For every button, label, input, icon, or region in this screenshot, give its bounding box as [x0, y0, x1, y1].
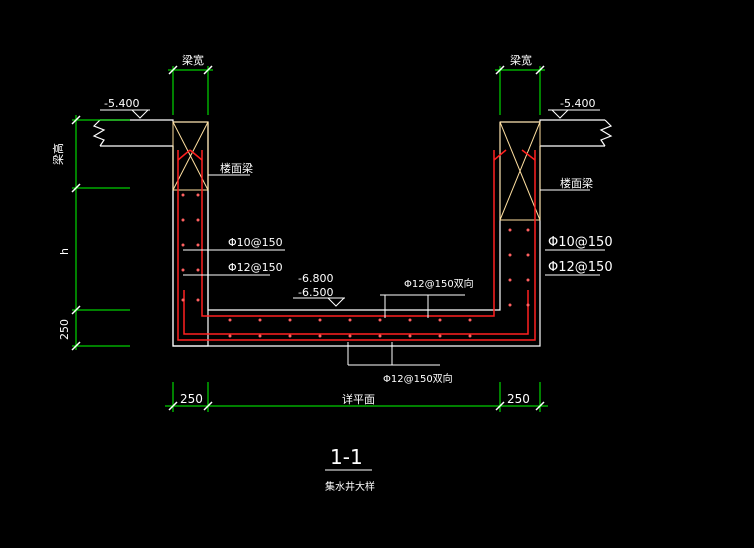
left-level: -5.400 — [104, 97, 139, 110]
left-rebar-1: Φ10@150 — [228, 236, 283, 249]
slab-rebar-bottom: Φ12@150双向 — [383, 372, 453, 385]
dim-left-vert-top: 梁高 — [51, 143, 65, 165]
rebar-dots — [181, 193, 530, 338]
dimension-lines — [72, 66, 548, 412]
level-inner: -6.800 — [298, 272, 333, 285]
right-rebar-2: Φ12@150 — [548, 260, 613, 275]
right-rebar-1: Φ10@150 — [548, 235, 613, 250]
labels: 梁宽 梁宽 -5.400 -5.400 楼面梁 楼面梁 Φ10@150 Φ12@… — [51, 53, 613, 493]
slab-rebar-top: Φ12@150双向 — [404, 277, 474, 290]
concrete-outline — [92, 119, 613, 347]
section-subtitle: 集水井大样 — [325, 480, 375, 493]
level-floor: -6.500 — [298, 286, 333, 299]
right-beam — [499, 121, 541, 221]
left-beam-label: 楼面梁 — [220, 161, 253, 175]
section-title: 1-1 — [330, 445, 363, 469]
left-rebar-2: Φ12@150 — [228, 261, 283, 274]
dim-bottom-mid: 详平面 — [342, 392, 375, 406]
leader-lines — [100, 109, 605, 471]
right-top-label: 梁宽 — [510, 53, 532, 67]
dim-left-vert-bottom: 250 — [58, 319, 71, 340]
dim-bottom-right: 250 — [507, 392, 530, 406]
right-beam-label: 楼面梁 — [560, 176, 593, 190]
dimension-ticks — [71, 65, 545, 411]
dim-left-vert-mid: h — [58, 248, 71, 255]
dim-bottom-left: 250 — [180, 392, 203, 406]
rebar — [177, 149, 536, 341]
right-level: -5.400 — [560, 97, 595, 110]
left-top-label: 梁宽 — [182, 53, 204, 67]
